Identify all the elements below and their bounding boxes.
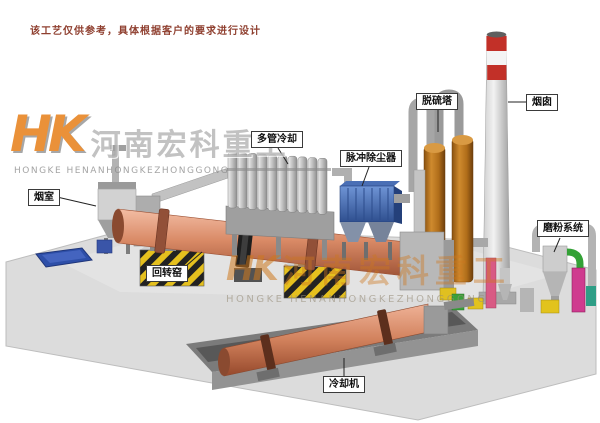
label-chimney: 烟囱	[526, 94, 558, 111]
auxiliary-equipment-graphic	[443, 257, 512, 311]
label-cooling-machine: 冷却机	[323, 376, 365, 393]
label-pulse-dust-collector: 脉冲除尘器	[340, 150, 402, 167]
label-multi-tube-cooling: 多管冷却	[251, 131, 303, 148]
logo-brand-en: HONGKE HENANHONGKEZHONGGONG	[14, 166, 230, 176]
chimney-graphic	[478, 31, 517, 305]
disclaimer-text: 该工艺仅供参考，具体根据客户的要求进行设计	[30, 26, 261, 37]
label-leader-lines	[56, 101, 561, 377]
label-desulfurization-tower: 脱硫塔	[416, 93, 458, 110]
logo-hk-monogram: HK	[10, 105, 87, 163]
water-basin-panel	[35, 247, 93, 268]
label-grinding-system: 磨粉系统	[537, 220, 589, 237]
multi-tube-cooler-graphic	[225, 151, 352, 260]
cooling-machine-graphic	[218, 303, 449, 382]
company-logo-watermark: HK 河南宏科重工 HONGKE HENANHONGKEZHONGGONG	[10, 106, 289, 176]
label-smoke-chamber: 烟室	[28, 189, 60, 206]
pulse-dust-collector-graphic	[339, 181, 410, 260]
kiln-discharge-hood	[399, 169, 457, 301]
label-rotary-kiln: 回转窑	[146, 265, 188, 282]
